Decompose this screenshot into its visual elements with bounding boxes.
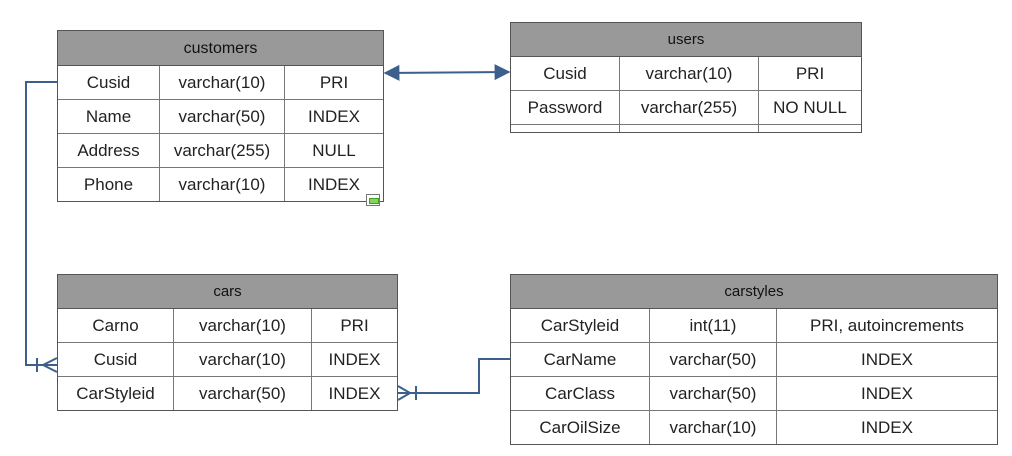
column-type: varchar(10)	[174, 309, 312, 342]
column-name: Address	[58, 134, 160, 167]
column-type: varchar(10)	[620, 57, 759, 90]
one-to-many-marker	[397, 385, 417, 401]
column-key: INDEX	[328, 383, 381, 403]
customers-cars-link[interactable]	[25, 81, 57, 366]
column-type	[620, 125, 759, 132]
column-name: Password	[511, 91, 620, 124]
column-name: Cusid	[58, 66, 160, 99]
column-type: varchar(10)	[160, 168, 285, 201]
table-row: Phone varchar(10) INDEX	[58, 168, 383, 201]
table-row: Cusid varchar(10) INDEX	[58, 343, 397, 377]
table-row: Address varchar(255) NULL	[58, 134, 383, 168]
column-type: int(11)	[650, 309, 777, 342]
column-name	[511, 125, 620, 132]
carstyles-table[interactable]: carstyles CarStyleid int(11) PRI, autoin…	[510, 274, 998, 445]
column-name: CarStyleid	[511, 309, 650, 342]
table-row: Carno varchar(10) PRI	[58, 309, 397, 343]
users-table[interactable]: users Cusid varchar(10) PRI Password var…	[510, 22, 862, 133]
column-key: PRI	[340, 315, 369, 335]
column-type: varchar(255)	[620, 91, 759, 124]
column-type: varchar(50)	[160, 100, 285, 133]
column-type: varchar(10)	[650, 411, 777, 444]
column-name: CarName	[511, 343, 650, 376]
table-title: customers	[58, 31, 383, 66]
table-row: CarOilSize varchar(10) INDEX	[511, 411, 997, 444]
table-row: Cusid varchar(10) PRI	[58, 66, 383, 100]
column-type: varchar(10)	[160, 66, 285, 99]
column-name: Name	[58, 100, 160, 133]
column-name: Phone	[58, 168, 160, 201]
column-type: varchar(255)	[160, 134, 285, 167]
table-row: CarClass varchar(50) INDEX	[511, 377, 997, 411]
table-title: carstyles	[511, 275, 997, 309]
column-key: PRI, autoincrements	[809, 315, 964, 335]
column-type: varchar(50)	[174, 377, 312, 410]
column-type: varchar(10)	[174, 343, 312, 376]
column-name: CarOilSize	[511, 411, 650, 444]
column-name: Cusid	[511, 57, 620, 90]
column-type: varchar(50)	[650, 343, 777, 376]
table-row: CarStyleid varchar(50) INDEX	[58, 377, 397, 410]
carstyles-cars-link[interactable]	[398, 358, 510, 394]
customers-table[interactable]: customers Cusid varchar(10) PRI Name var…	[57, 30, 384, 202]
column-key: INDEX	[308, 174, 360, 194]
column-key: INDEX	[328, 349, 381, 369]
table-row: Name varchar(50) INDEX	[58, 100, 383, 134]
column-key: NULL	[312, 140, 356, 160]
cars-table[interactable]: cars Carno varchar(10) PRI Cusid varchar…	[57, 274, 398, 411]
customers-users-link[interactable]	[383, 64, 511, 81]
resize-handle-icon[interactable]	[366, 194, 380, 206]
column-key: INDEX	[861, 383, 913, 403]
column-key: NO NULL	[773, 97, 847, 117]
table-row: CarName varchar(50) INDEX	[511, 343, 997, 377]
table-row	[511, 125, 861, 132]
column-key: PRI	[319, 72, 349, 92]
table-title: users	[511, 23, 861, 57]
column-name: CarStyleid	[58, 377, 174, 410]
column-key: INDEX	[861, 417, 913, 437]
column-name: Cusid	[58, 343, 174, 376]
column-key: INDEX	[861, 349, 913, 369]
table-title: cars	[58, 275, 397, 309]
column-key: INDEX	[308, 106, 360, 126]
column-name: CarClass	[511, 377, 650, 410]
column-key: PRI	[795, 63, 825, 83]
table-row: Password varchar(255) NO NULL	[511, 91, 861, 125]
column-type: varchar(50)	[650, 377, 777, 410]
column-name: Carno	[58, 309, 174, 342]
column-key	[759, 125, 861, 132]
table-row: Cusid varchar(10) PRI	[511, 57, 861, 91]
table-row: CarStyleid int(11) PRI, autoincrements	[511, 309, 997, 343]
one-to-many-marker	[36, 357, 58, 373]
